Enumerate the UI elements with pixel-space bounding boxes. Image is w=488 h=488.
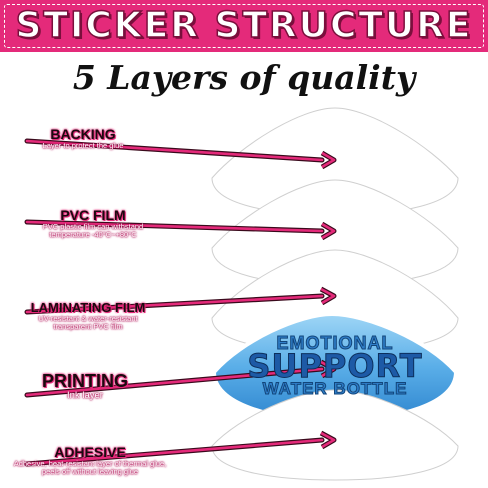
layer-label-printing: PRINTING Ink layer [10,372,160,402]
layer-desc-pvc-film: PVC plastic film can withstand temperatu… [42,221,144,240]
layer-desc-laminating-film: UV-resistant & water-resistant transpare… [38,313,138,332]
layer-label-backing: BACKING Layer to protect the glue [18,127,148,150]
printing-artwork: EMOTIONAL SUPPORT WATER BOTTLE [222,333,448,398]
page-title: STICKER STRUCTURE [15,4,473,47]
layer-name-backing: BACKING [50,126,116,142]
layer-name-printing: PRINTING [41,371,128,391]
layer-name-adhesive: ADHESIVE [54,444,126,460]
arrow-adhesive [24,430,337,467]
printing-art-line-2: SUPPORT [247,347,423,385]
printing-art-line-1: EMOTIONAL [276,333,394,353]
layer-desc-adhesive: Adhesive, heat-resistant layer of therma… [13,458,167,477]
layer-label-laminating-film: LAMINATING FILM UV-resistant & water-res… [8,301,168,332]
layer-desc-backing: Layer to protect the glue [42,140,124,150]
title-banner: STICKER STRUCTURE [0,0,488,52]
layer-name-laminating-film: LAMINATING FILM [30,300,146,315]
layer-label-pvc-film: PVC FILM PVC plastic film can withstand … [18,208,168,240]
banner-stitch-border [4,4,484,48]
layer-shape-adhesive [211,389,459,481]
page-subtitle: 5 Layers of quality [72,58,416,97]
arrow-printing [24,359,337,398]
printing-art-line-3: WATER BOTTLE [262,379,408,398]
layer-label-adhesive: ADHESIVE Adhesive, heat-resistant layer … [4,445,176,477]
arrow-backing [24,138,337,170]
arrow-laminating-film [24,286,337,315]
layer-desc-printing: Ink layer [67,389,103,401]
layer-name-pvc-film: PVC FILM [60,207,126,223]
arrow-pvc-film [24,219,337,241]
